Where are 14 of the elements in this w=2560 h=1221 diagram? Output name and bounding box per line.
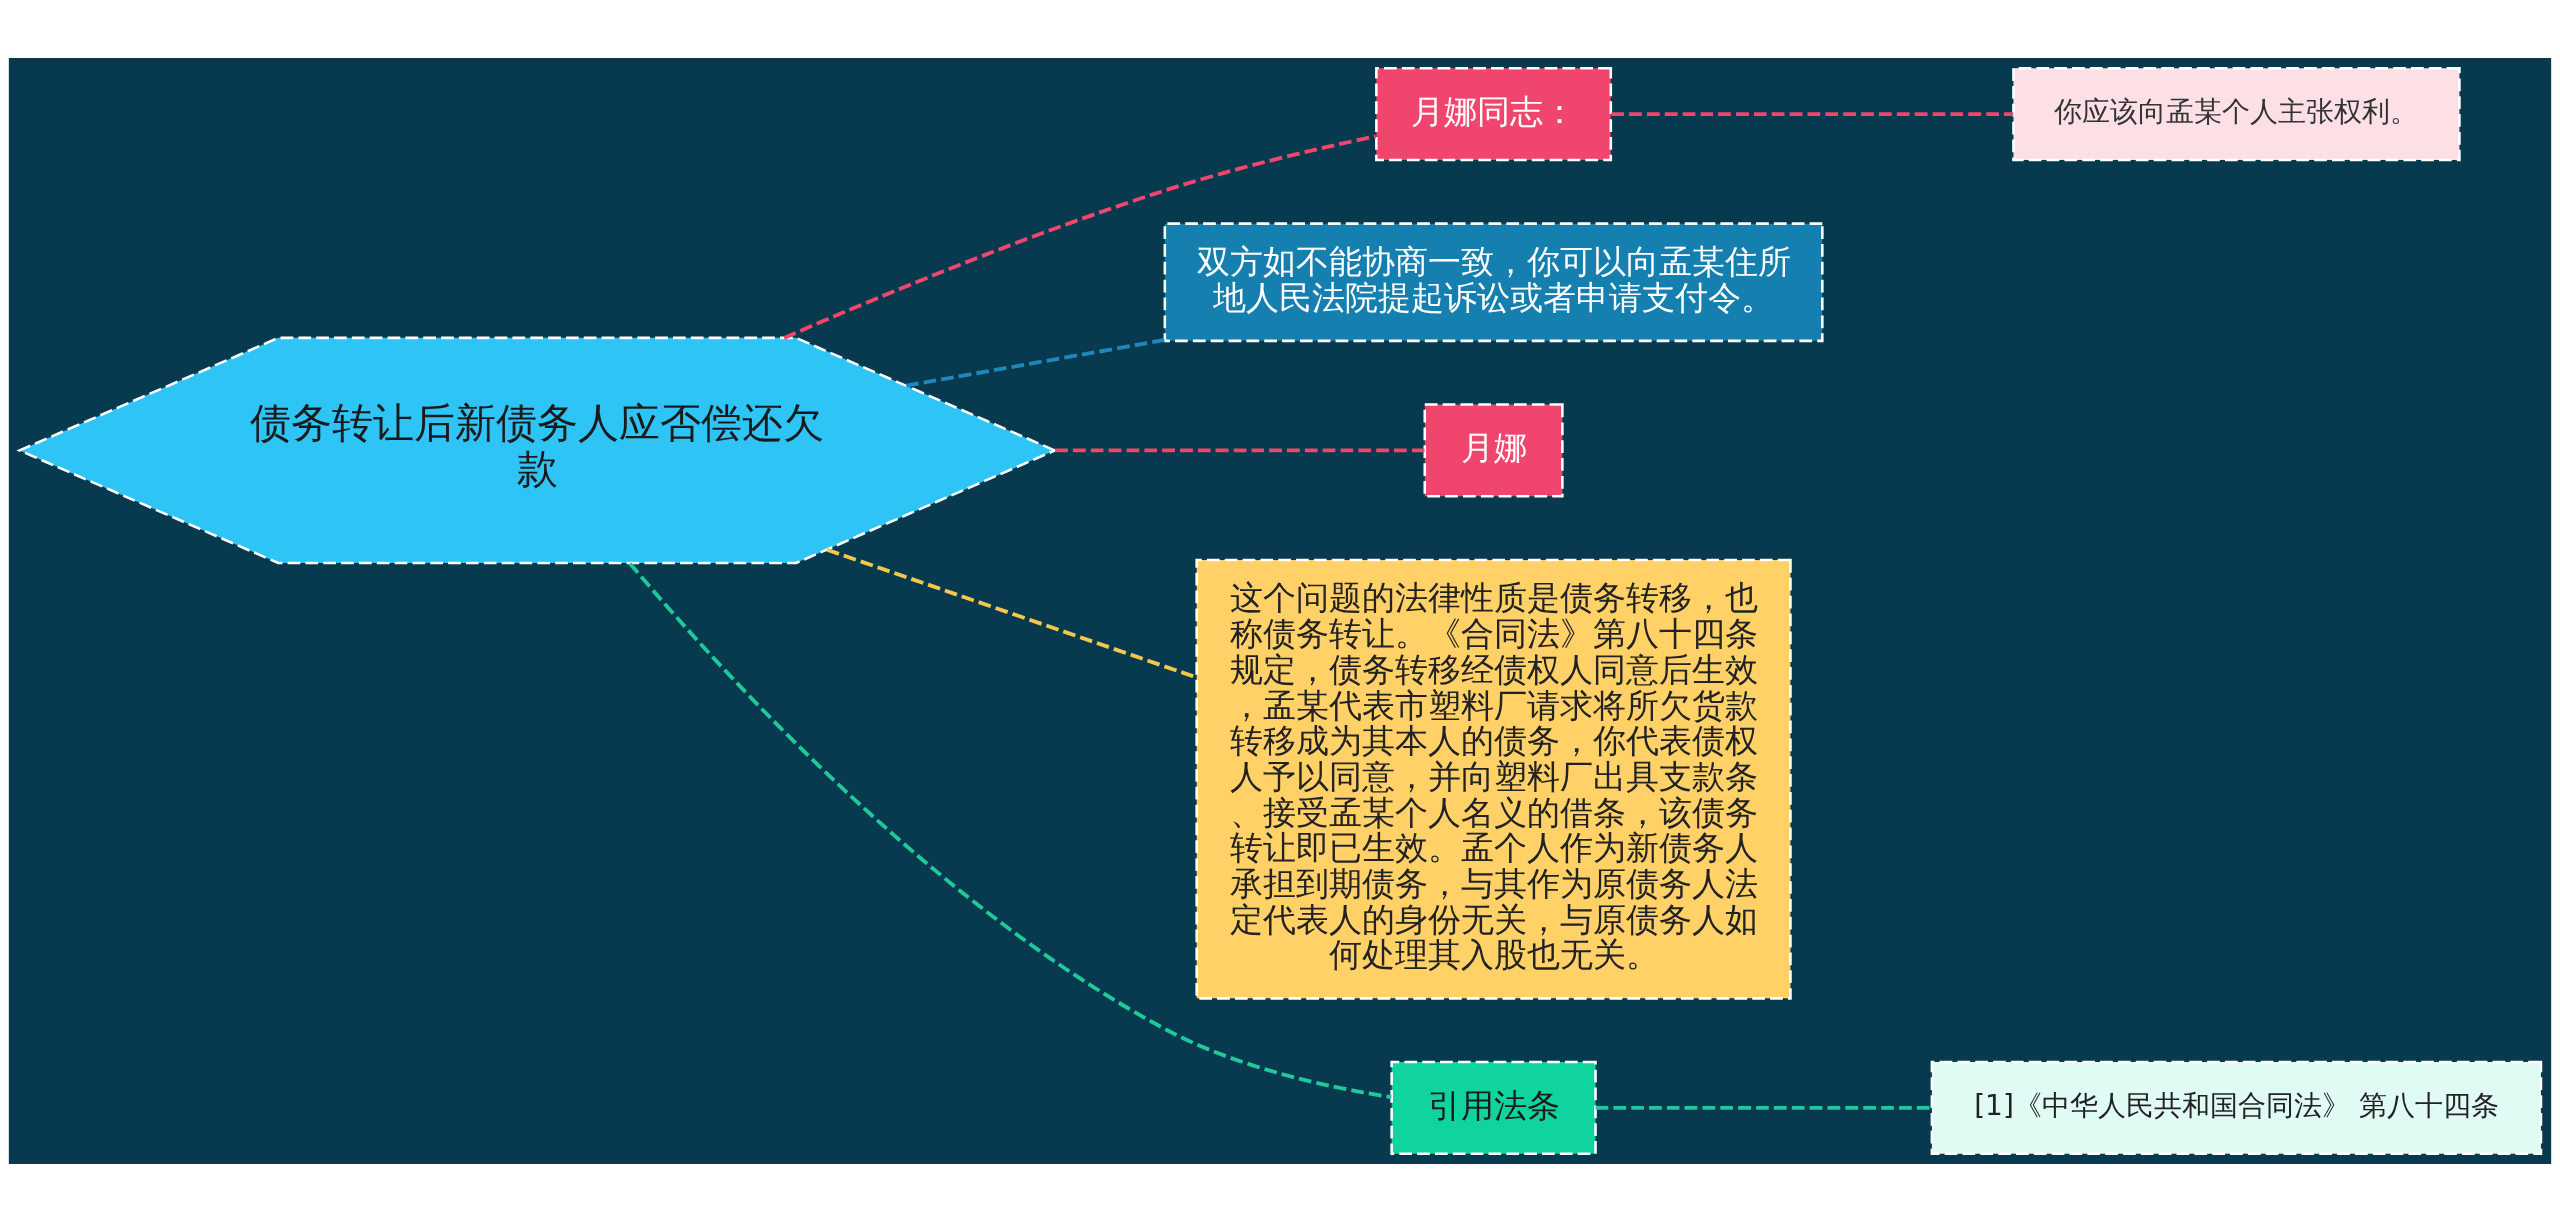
connector: [905, 337, 1165, 388]
node-box: 你应该向孟某个人主张权利。: [2012, 66, 2461, 161]
node-box: 月娜: [1423, 402, 1564, 498]
connector: [628, 561, 1392, 1099]
node-box: 双方如不能协商一致，你可以向孟某住所地人民法院提起诉讼或者申请支付令。: [1163, 221, 1824, 342]
connector: [783, 133, 1377, 340]
connector: [1611, 111, 2014, 116]
node-box: 引用法条: [1390, 1060, 1597, 1155]
connector: [826, 547, 1197, 679]
node-box: 月娜同志：: [1375, 66, 1613, 161]
connector: [1595, 1105, 1932, 1110]
connector: [1055, 448, 1425, 452]
node-box: 这个问题的法律性质是债务转移，也称债务转让。《合同法》第八十四条规定，债务转移经债权人同意后生效，孟某代表市塑料厂请求将所欠货款转移成为其本人的债务，你代表债权人予以同意，并向塑料厂出具支款条、接受孟某个人名义的借条，该债务转让即已生效。孟个人作为新债务人承担到期债务，与其作为原债务人法定代表人的身份无关，与原债务人如何处理其入股也无关。: [1195, 558, 1792, 1000]
node-box: [1]《中华人民共和国合同法》 第八十四条: [1930, 1060, 2543, 1155]
